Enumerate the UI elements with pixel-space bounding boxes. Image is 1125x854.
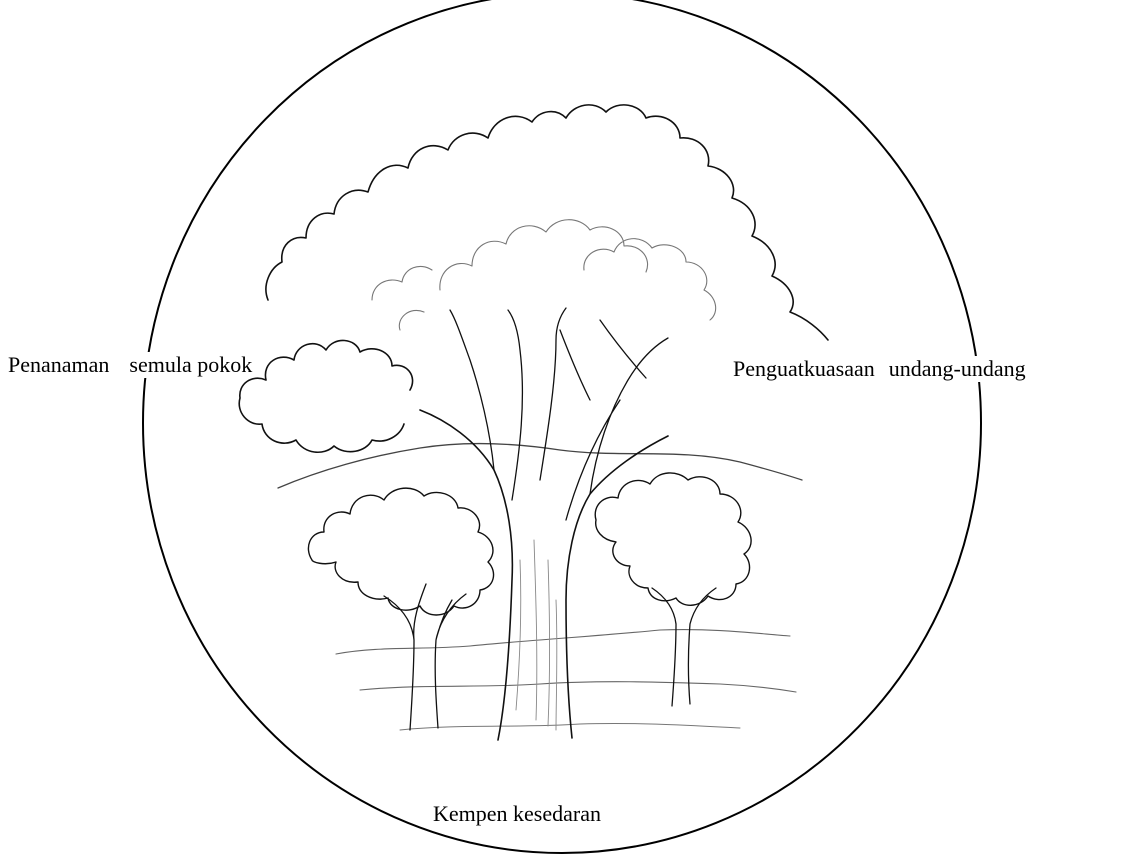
- left-canopy-lobe: [238, 339, 414, 453]
- ground-line-3: [399, 722, 741, 731]
- label-replanting: Penanaman semula pokok: [8, 352, 253, 378]
- inner-canopy-detail: [371, 219, 717, 331]
- label-law-enforcement-part2: undang-undang: [888, 356, 1026, 381]
- main-canopy-outline: [265, 104, 829, 341]
- trunk-bark-texture: [515, 539, 558, 731]
- left-small-tree-canopy: [307, 487, 495, 616]
- central-trunk: [419, 409, 669, 741]
- right-small-tree-canopy: [594, 472, 752, 606]
- label-law-enforcement-part1: Penguatkuasaan: [733, 356, 875, 381]
- ground-line-1: [335, 629, 791, 655]
- label-law-enforcement: Penguatkuasaan undang-undang: [733, 356, 1026, 382]
- label-awareness-campaign: Kempen kesedaran: [433, 801, 601, 827]
- ground-line-2: [359, 681, 797, 693]
- left-small-tree-trunk: [383, 583, 467, 731]
- background-hill: [277, 442, 803, 489]
- label-replanting-part2: semula pokok: [129, 352, 253, 377]
- trunk-branches: [449, 307, 669, 521]
- right-small-tree-trunk: [651, 587, 717, 707]
- label-replanting-part1: Penanaman: [8, 352, 110, 377]
- enclosing-oval: [142, 0, 982, 854]
